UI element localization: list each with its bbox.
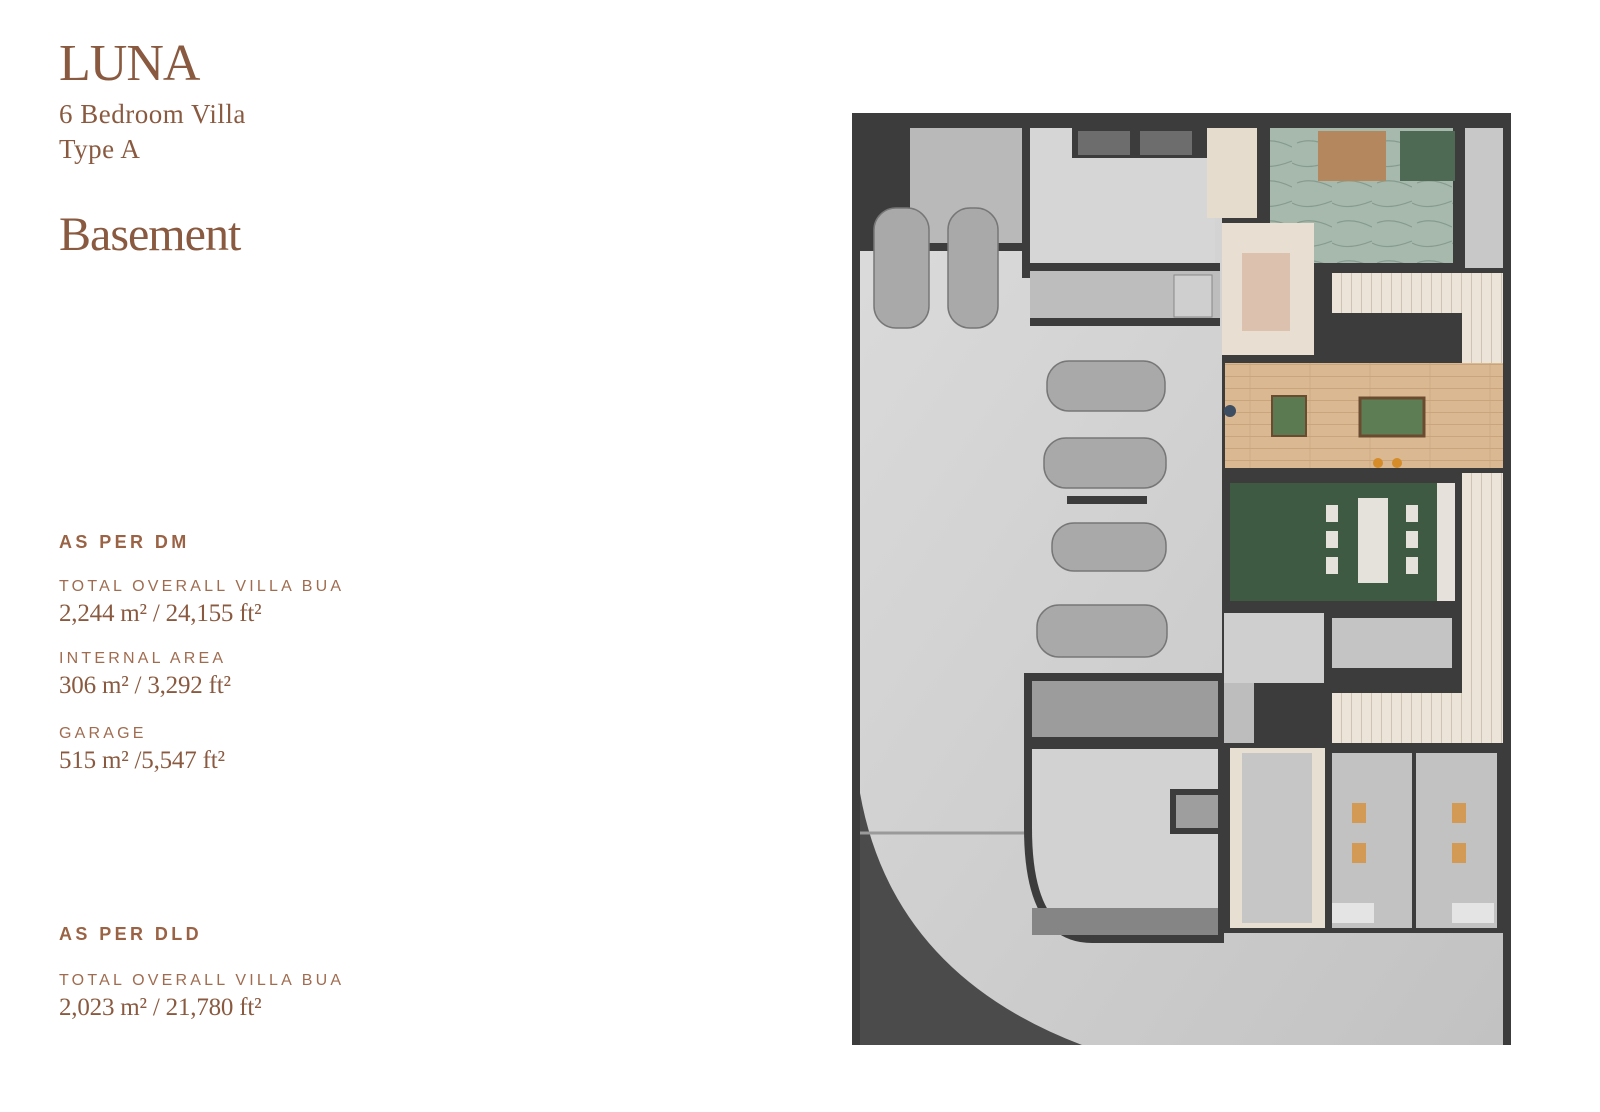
parked-cars: [873, 207, 1168, 658]
dm-garage-label: GARAGE: [59, 725, 147, 742]
dld-heading: AS PER DLD: [59, 924, 203, 944]
car-icon: [947, 207, 999, 329]
floor-plan: [852, 113, 1511, 1045]
dm-internal-value: 306 m² / 3,292 ft²: [59, 672, 231, 699]
garage-area: [860, 128, 1503, 1045]
dm-bua-value: 2,244 m² / 24,155 ft²: [59, 600, 262, 627]
dm-internal-label: INTERNAL AREA: [59, 650, 227, 667]
car-icon: [873, 207, 930, 329]
dld-bua-label: TOTAL OVERALL VILLA BUA: [59, 972, 345, 989]
car-icon: [1051, 522, 1167, 572]
dld-bua-value: 2,023 m² / 21,780 ft²: [59, 994, 262, 1021]
floor-plan-drawing: [860, 128, 1503, 1045]
bollard-bar: [1067, 496, 1147, 504]
villa-basement: [1207, 128, 1503, 933]
car-icon: [1036, 604, 1168, 658]
dm-bua-label: TOTAL OVERALL VILLA BUA: [59, 578, 345, 595]
car-icon: [1043, 437, 1167, 489]
dm-garage-value: 515 m² /5,547 ft²: [59, 747, 225, 774]
dm-heading: AS PER DM: [59, 532, 190, 552]
villa-variant: Type A: [59, 134, 141, 164]
project-title: LUNA: [59, 35, 200, 92]
car-icon: [1046, 360, 1166, 412]
villa-type: 6 Bedroom Villa: [59, 99, 246, 129]
floor-name: Basement: [59, 208, 241, 261]
